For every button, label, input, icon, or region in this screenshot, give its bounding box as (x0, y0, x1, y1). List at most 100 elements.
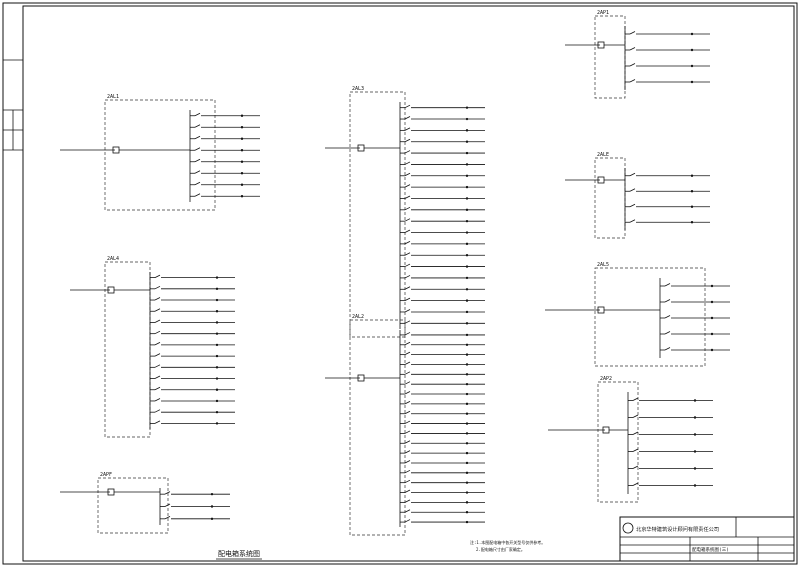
breaker-switch-icon (404, 138, 411, 143)
breaker-switch-icon (404, 460, 411, 464)
notes-line-1: 注:1.本图配电箱中各开关型号仅供参考。 (470, 539, 545, 545)
breaker-switch-icon (629, 172, 636, 177)
breaker-switch-icon (154, 297, 161, 301)
breaker-switch-icon (404, 391, 411, 395)
breaker-switch-icon (404, 430, 411, 434)
panel-enclosure (104, 261, 151, 438)
panel-2al4: 2AL4 (70, 256, 235, 438)
breaker-switch-icon (404, 252, 411, 256)
panel-2al2: 2AL2 (325, 314, 485, 536)
breaker-switch-icon (629, 188, 636, 192)
panel-enclosure (97, 477, 169, 534)
breaker-switch-icon (404, 150, 411, 154)
breaker-switch-icon (154, 364, 161, 368)
breaker-switch-icon (194, 158, 201, 163)
breaker-switch-icon (154, 398, 161, 402)
breaker-switch-icon (632, 414, 639, 418)
breaker-switch-icon (629, 31, 636, 35)
breaker-switch-icon (154, 353, 161, 357)
breaker-switch-icon (404, 469, 411, 474)
breaker-switch-icon (632, 482, 639, 486)
breaker-switch-icon (404, 206, 411, 211)
panels-layer: 2AL1 2AL4 2AL3 2AL2 2AP1 2ALE 2AL5 2AP2 2APF (60, 10, 730, 536)
breaker-switch-icon (404, 172, 411, 177)
company-logo-icon (622, 522, 634, 534)
breaker-switch-icon (404, 381, 411, 385)
breaker-switch-icon (154, 274, 161, 278)
breaker-switch-icon (404, 361, 411, 365)
breaker-switch-icon (154, 285, 161, 290)
breaker-switch-icon (632, 397, 639, 401)
breaker-switch-icon (629, 79, 636, 83)
panel-label: 2AL5 (597, 262, 609, 268)
breaker-switch-icon (404, 127, 411, 131)
drawing-border (22, 5, 795, 562)
panel-2ap1: 2AP1 (565, 10, 710, 99)
breaker-switch-icon (164, 491, 171, 495)
breaker-switch-icon (404, 309, 411, 313)
breaker-switch-icon (664, 315, 671, 319)
panel-label: 2AL2 (352, 314, 364, 320)
panel-enclosure (594, 15, 626, 99)
breaker-switch-icon (404, 519, 411, 523)
panel-label: 2AL1 (107, 94, 119, 100)
company-name: 北京华特建筑设计顾问有限责任公司 (636, 525, 719, 533)
breaker-switch-icon (154, 409, 161, 413)
breaker-switch-icon (404, 489, 411, 493)
breaker-switch-icon (664, 331, 671, 335)
breaker-switch-icon (404, 116, 411, 120)
breaker-switch-icon (404, 184, 411, 188)
panel-2al1: 2AL1 (60, 94, 260, 211)
panel-label: 2AP1 (597, 10, 609, 16)
drawing-title: 配电箱系统图 (218, 549, 260, 558)
breaker-switch-icon (404, 241, 411, 245)
breaker-switch-icon (664, 283, 671, 287)
breaker-switch-icon (629, 47, 636, 51)
breaker-switch-icon (154, 420, 161, 424)
panel-label: 2APF (100, 472, 112, 478)
breaker-switch-icon (194, 124, 201, 128)
breaker-switch-icon (404, 499, 411, 503)
breaker-switch-icon (194, 135, 201, 140)
breaker-switch-icon (404, 263, 411, 267)
breaker-switch-icon (404, 371, 411, 375)
breaker-switch-icon (404, 332, 411, 336)
panel-label: 2AP2 (600, 376, 612, 382)
panel-enclosure (104, 99, 216, 211)
panel-label: 2ALE (597, 152, 609, 158)
breaker-switch-icon (404, 440, 411, 444)
panel-enclosure (597, 381, 639, 503)
breaker-switch-icon (404, 320, 411, 324)
breaker-switch-icon (632, 448, 639, 452)
panel-2al3: 2AL3 (325, 86, 485, 338)
breaker-switch-icon (664, 299, 671, 303)
panel-2al5: 2AL5 (545, 262, 730, 367)
breaker-switch-icon (404, 286, 411, 290)
panel-2apf: 2APF (60, 472, 230, 534)
breaker-switch-icon (194, 112, 201, 117)
breaker-switch-icon (404, 275, 411, 279)
breaker-switch-icon (154, 319, 161, 323)
breaker-switch-icon (154, 386, 161, 391)
title-block: 北京华特建筑设计顾问有限责任公司 配电箱系统图(三) (619, 516, 795, 562)
breaker-switch-icon (154, 308, 161, 312)
breaker-switch-icon (632, 431, 639, 435)
panel-enclosure (349, 319, 406, 536)
breaker-switch-icon (194, 193, 201, 197)
breaker-switch-icon (194, 147, 201, 151)
breaker-switch-icon (629, 219, 636, 223)
breaker-switch-icon (632, 465, 639, 469)
panel-2ap2: 2AP2 (548, 376, 713, 503)
breaker-switch-icon (154, 375, 161, 379)
breaker-switch-icon (404, 509, 411, 513)
breaker-switch-icon (404, 218, 411, 222)
breaker-switch-icon (404, 195, 411, 199)
panel-label: 2AL4 (107, 256, 119, 262)
sheet-title: 配电箱系统图(三) (692, 546, 729, 553)
breaker-switch-icon (664, 347, 671, 351)
panel-enclosure (349, 91, 406, 338)
panel-label: 2AL3 (352, 86, 364, 92)
